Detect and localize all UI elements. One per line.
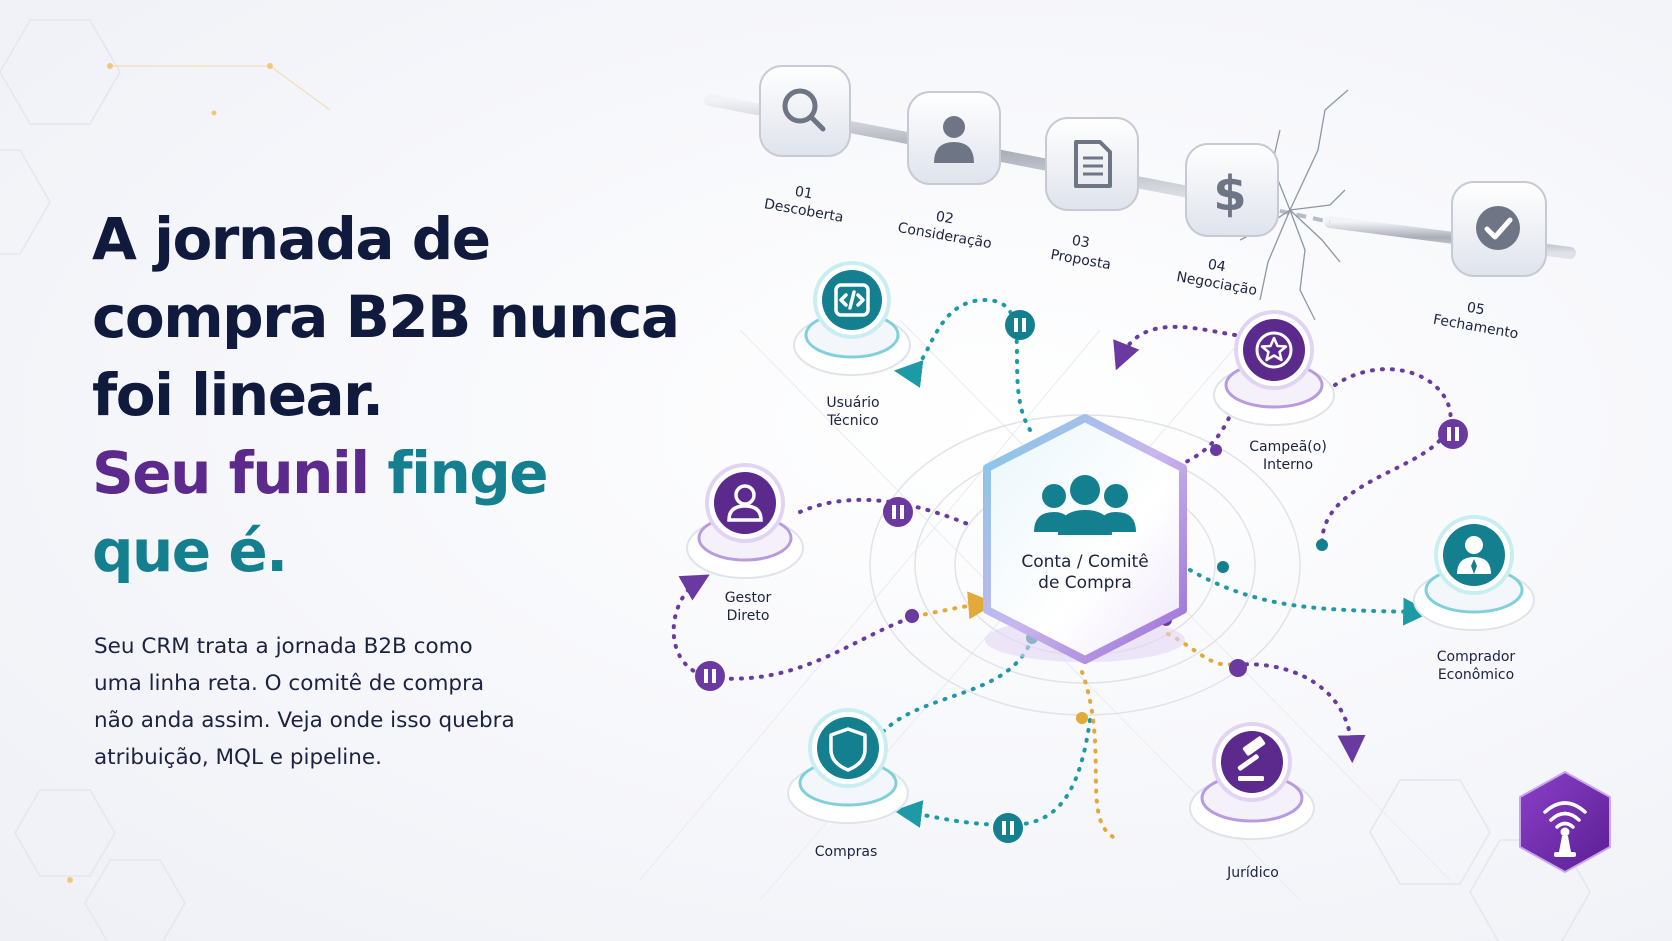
stakeholder-label-line-1: Comprador xyxy=(1437,649,1516,665)
headline-line-4: Seu funil finge xyxy=(92,434,712,512)
headline-purple-text: Seu funil xyxy=(92,439,370,507)
path-campeao-to-pipeline xyxy=(1113,324,1237,371)
body-line-3: não anda assim. Veja onde isso quebra xyxy=(94,708,515,733)
stakeholder-label-line-1: Compras xyxy=(815,844,878,860)
path-compras-return xyxy=(893,718,1092,828)
path-gestor-to-hub xyxy=(798,497,972,527)
person-icon xyxy=(727,484,763,522)
stage-number: 04 xyxy=(1207,257,1227,276)
pause-icon xyxy=(695,661,725,691)
stakeholder-label-line-1: Campeã(o) xyxy=(1249,439,1327,455)
code-icon xyxy=(834,283,870,317)
body-line-2: uma linha reta. O comitê de compra xyxy=(94,671,485,696)
stakeholder-comprador-economico: Comprador Econômico xyxy=(1413,515,1535,683)
pipeline-stage-2: 02 Consideração xyxy=(896,91,1001,252)
pipeline-stage-3: 03 Proposta xyxy=(1045,117,1139,273)
pipeline-stage-4: $ 04 Negociação xyxy=(1175,143,1279,299)
stakeholder-label-line-1: Gestor xyxy=(725,590,772,606)
dollar-icon: $ xyxy=(1213,166,1246,222)
path-hub-to-tecnico xyxy=(893,297,1032,432)
body-copy: Seu CRM trata a jornada B2B como uma lin… xyxy=(94,628,554,776)
star-icon xyxy=(1255,331,1293,369)
body-line-4: atribuição, MQL e pipeline. xyxy=(94,745,382,770)
broken-link-crack xyxy=(1239,89,1349,321)
stakeholder-gestor-direto: Gestor Direto xyxy=(686,463,804,624)
headline-line-5: que é. xyxy=(92,517,288,585)
buying-committee-hub: Conta / Comitê de Compra xyxy=(983,414,1187,664)
stakeholder-juridico: Jurídico xyxy=(1189,722,1315,881)
path-campeao-to-hub xyxy=(1178,378,1242,467)
group-icon xyxy=(1034,475,1136,535)
pipeline-stage-1: 01 Descoberta xyxy=(759,65,851,226)
pause-icon xyxy=(993,813,1023,843)
stage-label: Proposta xyxy=(1049,247,1112,273)
path-campeao-to-comprador xyxy=(1319,367,1453,547)
headline-line-1: A jornada de xyxy=(92,205,491,273)
hub-label-line-1: Conta / Comitê xyxy=(1021,552,1148,572)
gavel-icon xyxy=(1237,736,1266,781)
user-icon xyxy=(934,116,974,163)
stakeholder-usuario-tecnico: Usuário Técnico xyxy=(793,261,911,429)
document-icon xyxy=(1074,140,1112,188)
stage-number: 03 xyxy=(1071,233,1091,252)
shield-icon xyxy=(829,727,867,772)
path-hub-to-comprador xyxy=(1188,568,1432,626)
brand-logo xyxy=(1519,771,1611,873)
stakeholder-label-line-1: Usuário xyxy=(826,395,879,411)
headline-line-3: foi linear. xyxy=(92,361,384,429)
stakeholder-compras: Compras xyxy=(787,708,909,860)
pause-badges xyxy=(695,310,1468,843)
pause-icon xyxy=(1005,310,1035,340)
path-juridico-to-hub xyxy=(1234,662,1366,764)
stakeholder-label-line-2: Econômico xyxy=(1438,667,1514,683)
stakeholder-label-line-2: Direto xyxy=(727,608,770,624)
stakeholder-label-line-2: Interno xyxy=(1263,457,1313,473)
headline: A jornada de compra B2B nunca foi linear… xyxy=(92,200,712,590)
stage-number: 02 xyxy=(935,209,955,228)
path-hub-to-juridico-gold xyxy=(1080,670,1117,840)
hub-label-line-2: de Compra xyxy=(1038,573,1132,593)
pipeline-stage-5: 05 Fechamento xyxy=(1432,181,1547,342)
signal-pawn-icon xyxy=(1543,801,1587,857)
stage-number: 01 xyxy=(794,184,814,203)
pause-icon xyxy=(1438,419,1468,449)
body-line-1: Seu CRM trata a jornada B2B como xyxy=(94,634,473,659)
headline-teal-text: finge xyxy=(387,439,548,507)
executive-icon xyxy=(1457,536,1491,574)
search-icon xyxy=(782,88,826,132)
stakeholder-campeao-interno: Campeã(o) Interno xyxy=(1213,310,1335,473)
stakeholder-label-line-1: Jurídico xyxy=(1226,865,1279,881)
check-icon xyxy=(1476,206,1520,250)
pause-icon xyxy=(883,497,913,527)
stakeholder-label-line-2: Técnico xyxy=(826,413,879,429)
path-hub-to-compras xyxy=(878,636,1034,737)
headline-line-2: compra B2B nunca xyxy=(92,283,680,351)
stage-number: 05 xyxy=(1466,300,1486,319)
